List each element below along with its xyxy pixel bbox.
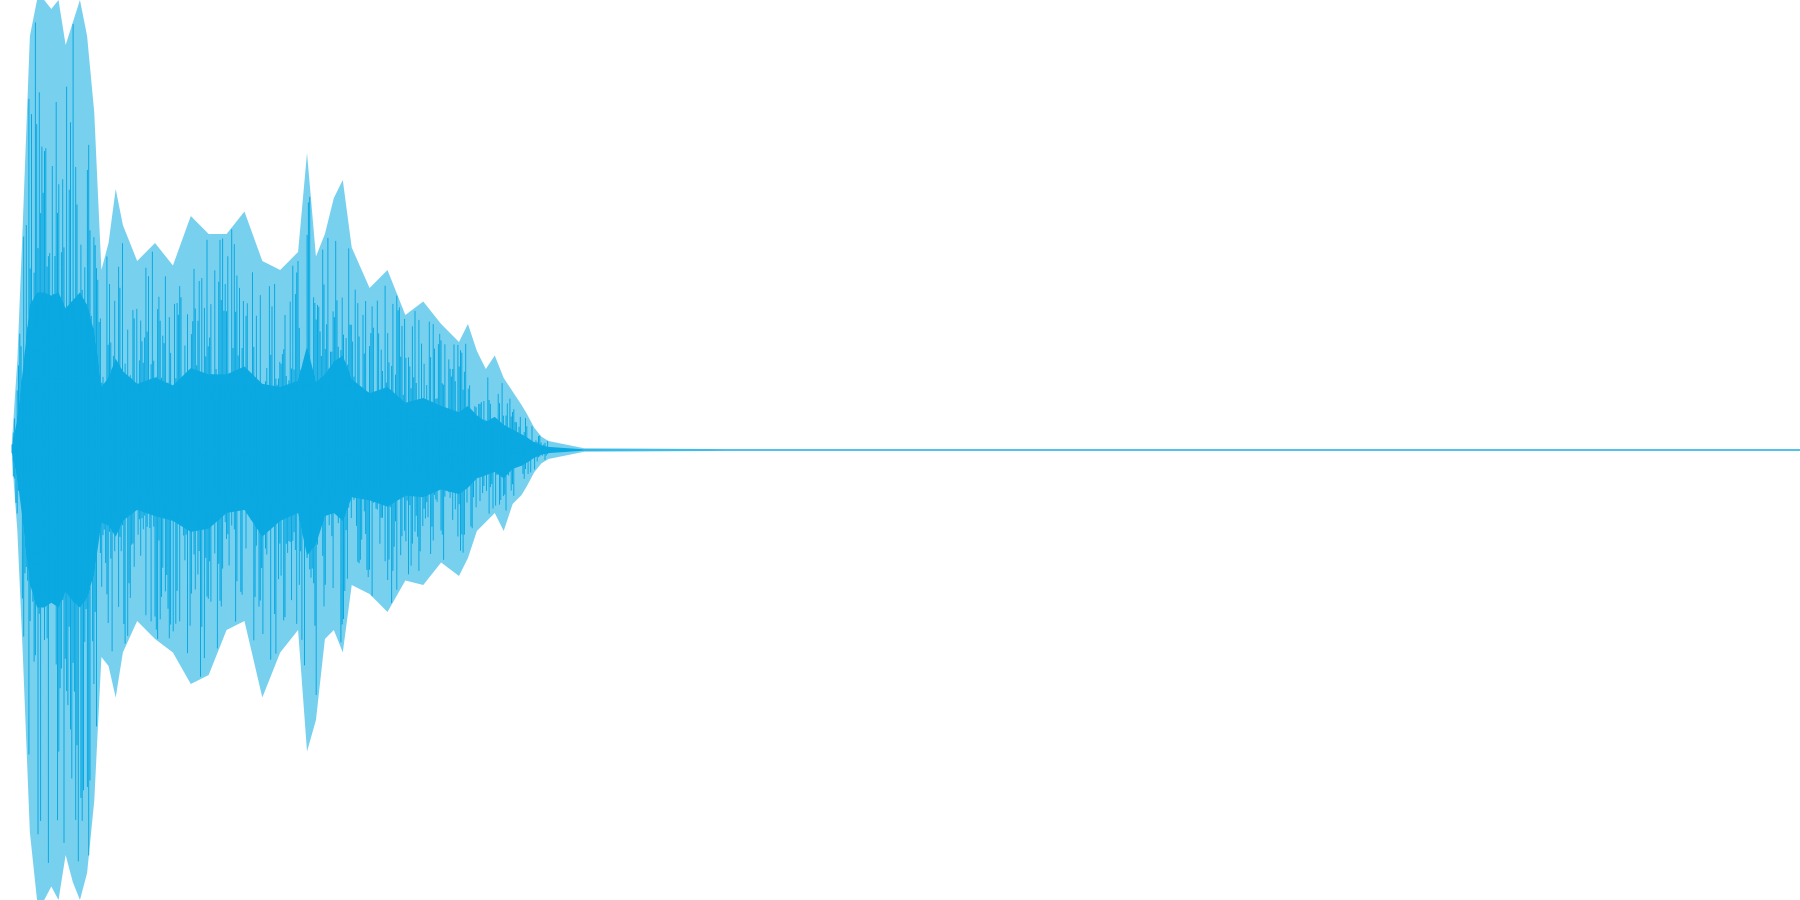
waveform-series [11, 0, 1800, 900]
waveform-samples [11, 22, 549, 863]
